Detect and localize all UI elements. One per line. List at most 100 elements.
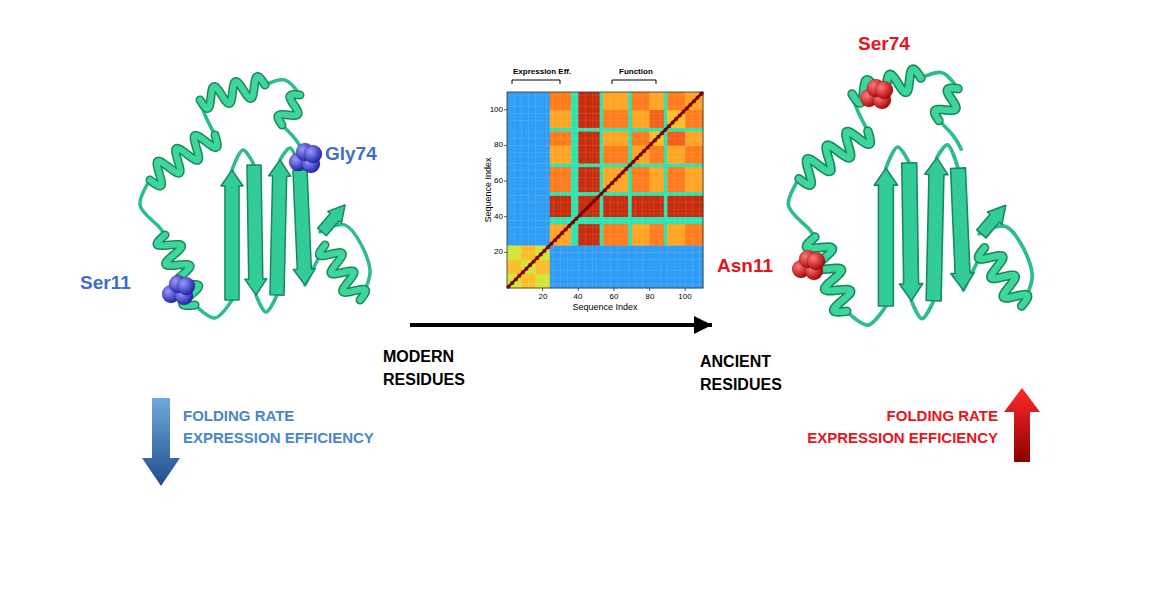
heatmap-cell: [546, 99, 550, 103]
heatmap-cell: [553, 153, 557, 157]
heatmap-cell: [550, 195, 554, 199]
heatmap-cell: [610, 149, 614, 153]
heatmap-cell: [568, 156, 572, 160]
heatmap-cell: [596, 138, 600, 142]
heatmap-cell: [575, 174, 579, 178]
heatmap-cell: [571, 163, 575, 167]
heatmap-cell: [536, 249, 540, 253]
heatmap-cell: [632, 153, 636, 157]
heatmap-cell: [610, 120, 614, 124]
heatmap-cell: [610, 252, 614, 256]
heatmap-cell: [614, 113, 618, 117]
heatmap-cell: [593, 128, 597, 132]
heatmap-cell: [528, 199, 532, 203]
heatmap-cell: [585, 259, 589, 263]
heatmap-cell: [536, 153, 540, 157]
heatmap-cell: [507, 213, 511, 217]
heatmap-cell: [607, 227, 611, 231]
heatmap-cell: [521, 181, 525, 185]
heatmap-cell: [628, 120, 632, 124]
heatmap-cell: [603, 235, 607, 239]
heatmap-cell: [603, 263, 607, 267]
heatmap-cell: [610, 174, 614, 178]
heatmap-cell: [571, 270, 575, 274]
heatmap-cell: [596, 96, 600, 100]
heatmap-cell: [553, 267, 557, 271]
heatmap-cell: [603, 99, 607, 103]
heatmap-cell: [568, 160, 572, 164]
heatmap-cell: [568, 163, 572, 167]
heatmap-cell: [593, 138, 597, 142]
heatmap-cell: [600, 99, 604, 103]
heatmap-cell: [511, 160, 515, 164]
heatmap-cell: [546, 202, 550, 206]
heatmap-cell: [539, 178, 543, 182]
heatmap-cell: [532, 185, 536, 189]
heatmap-cell: [564, 178, 568, 182]
heatmap-cell: [543, 149, 547, 153]
heatmap-cell: [621, 156, 625, 160]
heatmap-cell: [507, 270, 511, 274]
heatmap-cell: [589, 274, 593, 278]
heatmap-cell: [632, 192, 636, 196]
heatmap-cell: [568, 242, 572, 246]
heatmap-cell: [532, 178, 536, 182]
heatmap-cell: [621, 117, 625, 121]
heatmap-cell: [617, 281, 621, 285]
heatmap-cell: [589, 277, 593, 281]
heatmap-cell: [518, 242, 522, 246]
heatmap-cell: [560, 224, 564, 228]
heatmap-cell: [557, 181, 561, 185]
heatmap-cell: [617, 227, 621, 231]
heatmap-cell: [560, 281, 564, 285]
heatmap-cell: [528, 99, 532, 103]
heatmap-cell: [511, 181, 515, 185]
heatmap-cell: [621, 99, 625, 103]
heatmap-cell: [610, 113, 614, 117]
heatmap-cell: [575, 110, 579, 114]
heatmap-cell: [596, 220, 600, 224]
heatmap-cell: [521, 131, 525, 135]
heatmap-cell: [514, 242, 518, 246]
heatmap-cell: [585, 160, 589, 164]
heatmap-cell: [507, 220, 511, 224]
heatmap-cell: [511, 174, 515, 178]
heatmap-cell: [578, 113, 582, 117]
heatmap-cell: [593, 96, 597, 100]
heatmap-cell: [603, 163, 607, 167]
heatmap-cell: [585, 106, 589, 110]
heatmap-cell: [543, 181, 547, 185]
heatmap-cell: [571, 156, 575, 160]
heatmap-cell: [539, 149, 543, 153]
heatmap-cell: [532, 181, 536, 185]
heatmap-cell: [607, 103, 611, 107]
heatmap-cell: [603, 195, 607, 199]
heatmap-cell: [571, 149, 575, 153]
heatmap-cell: [589, 99, 593, 103]
heatmap-cell: [603, 117, 607, 121]
heatmap-cell: [600, 96, 604, 100]
heatmap-cell: [568, 252, 572, 256]
heatmap-cell: [564, 199, 568, 203]
heatmap-cell: [536, 185, 540, 189]
heatmap-cell: [600, 135, 604, 139]
heatmap-cell: [596, 259, 600, 263]
heatmap-cell: [607, 252, 611, 256]
heatmap-cell: [539, 156, 543, 160]
heatmap-cell: [621, 103, 625, 107]
heatmap-cell: [578, 153, 582, 157]
heatmap-cell: [536, 213, 540, 217]
heatmap-cell: [578, 145, 582, 149]
heatmap-cell: [575, 195, 579, 199]
heatmap-cell: [553, 96, 557, 100]
heatmap-cell: [589, 167, 593, 171]
heatmap-cell: [575, 149, 579, 153]
heatmap-cell: [632, 202, 636, 206]
heatmap-cell: [560, 131, 564, 135]
heatmap-cell: [560, 92, 564, 96]
heatmap-cell: [617, 117, 621, 121]
heatmap-cell: [582, 238, 586, 242]
heatmap-cell: [628, 103, 632, 107]
heatmap-cell: [511, 238, 515, 242]
heatmap-cell: [564, 124, 568, 128]
